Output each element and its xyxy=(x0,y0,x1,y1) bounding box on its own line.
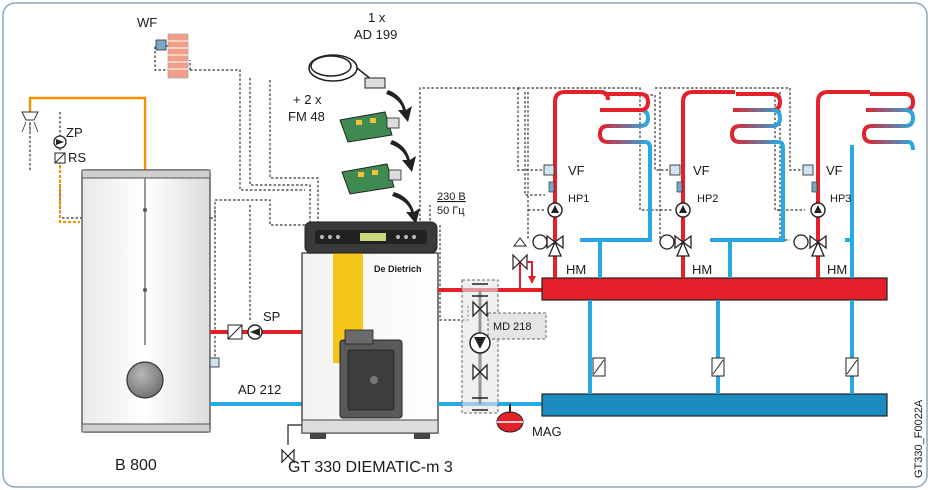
heating-circuit-3 xyxy=(816,90,916,394)
vf1-label: VF xyxy=(568,163,585,178)
sp-pump-icon xyxy=(247,324,263,340)
control-panel xyxy=(304,221,438,254)
hp1-label: HP1 xyxy=(568,193,589,205)
install-arrows xyxy=(386,90,420,224)
shower-icon xyxy=(21,111,39,133)
expansion-vessel-icon xyxy=(496,404,524,433)
unions xyxy=(472,283,488,411)
hm1-label: HM xyxy=(566,262,586,277)
outdoor-sensor-wall xyxy=(155,33,189,79)
vf3-label: VF xyxy=(826,163,843,178)
md218-valve-top-icon xyxy=(472,300,488,318)
tank-coil-icon xyxy=(126,361,164,399)
fm48-board-2 xyxy=(341,163,402,195)
frequency-label: 50 Гц xyxy=(437,205,465,217)
hp2-pump-icon xyxy=(675,202,691,218)
mag-label: MAG xyxy=(532,424,562,439)
ad199-qty: 1 x xyxy=(368,10,386,25)
vf1-sensor-icon xyxy=(543,164,555,176)
hm3-label: HM xyxy=(827,262,847,277)
wf-label: WF xyxy=(137,15,157,30)
md218-valve-bottom-icon xyxy=(472,363,488,381)
drain-valve-icon xyxy=(281,424,302,464)
sp-label: SP xyxy=(263,309,280,324)
sp-check-valve-icon xyxy=(227,324,243,340)
fm48-qty: + 2 x xyxy=(293,92,322,107)
dhw-circulation-line xyxy=(58,165,80,224)
hp2-label: HP2 xyxy=(697,193,718,205)
heating-circuit-2 xyxy=(681,90,785,394)
hp1-pump-icon xyxy=(547,202,563,218)
ad199-cable-icon xyxy=(308,54,386,89)
md218-label: MD 218 xyxy=(493,321,532,333)
vf2-label: VF xyxy=(693,163,710,178)
control-display xyxy=(360,233,386,241)
brand-label: De Dietrich xyxy=(374,264,422,274)
fm48-board-1 xyxy=(339,111,400,143)
mixing-valve-1-icon xyxy=(532,234,564,257)
supply-manifold xyxy=(541,277,888,301)
boiler xyxy=(301,252,439,439)
rs-check-valve-icon xyxy=(54,152,66,164)
mixing-valve-3-icon xyxy=(793,234,827,257)
hm2-label: HM xyxy=(692,262,712,277)
hp3-label: HP3 xyxy=(830,193,851,205)
thermostat-1-icon xyxy=(548,181,555,193)
rs-label: RS xyxy=(68,150,86,165)
ad212-label: AD 212 xyxy=(238,382,281,397)
ad199-label: AD 199 xyxy=(354,27,397,42)
vf3-sensor-icon xyxy=(802,164,814,176)
vf2-sensor-icon xyxy=(669,164,681,176)
ad212-sensor-icon xyxy=(209,357,220,368)
zp-pump-icon xyxy=(53,135,67,149)
wf-sensor-icon xyxy=(155,39,167,51)
dhw-circuit xyxy=(28,96,147,170)
control-wires xyxy=(29,45,805,360)
thermostat-2-icon xyxy=(676,181,683,193)
md218-pump-icon xyxy=(469,332,491,354)
drawing-reference: GT330_F0022A xyxy=(913,399,925,478)
boiler-label: GT 330 DIEMATIC-m 3 xyxy=(288,459,453,476)
mixing-valve-2-icon xyxy=(659,234,692,257)
md218-label-box xyxy=(487,312,547,340)
thermostat-3-icon xyxy=(811,181,818,193)
fm48-label: FM 48 xyxy=(288,109,325,124)
storage-tank xyxy=(81,169,211,433)
voltage-label: 230 В xyxy=(437,191,466,203)
return-manifold xyxy=(541,393,888,417)
heating-circuit-1 xyxy=(553,90,652,394)
zp-label: ZP xyxy=(66,125,83,140)
tank-label: B 800 xyxy=(115,457,157,474)
safety-valve-icon xyxy=(512,237,536,290)
hp3-pump-icon xyxy=(810,202,826,218)
